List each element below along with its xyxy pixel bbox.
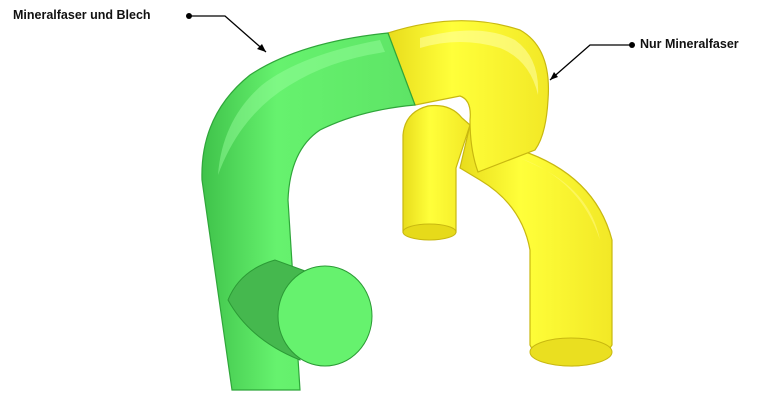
yellow-back-pipe-body bbox=[402, 104, 471, 233]
green-pipe bbox=[201, 32, 416, 391]
yellow-elbow-highlight bbox=[420, 30, 539, 95]
green-stub-face bbox=[277, 265, 373, 367]
leader-right-arrow bbox=[550, 72, 558, 80]
yellow-front-branch bbox=[459, 124, 613, 367]
label-mineral-fiber-only: Nur Mineralfaser bbox=[640, 37, 739, 51]
green-pipe-highlight bbox=[218, 40, 385, 175]
yellow-top-elbow bbox=[387, 20, 550, 173]
leader-lines bbox=[186, 13, 635, 81]
yellow-front-pipe-end bbox=[529, 337, 613, 367]
leader-right-line bbox=[549, 44, 632, 81]
leader-left-arrow bbox=[257, 44, 266, 52]
yellow-back-pipe-end bbox=[402, 223, 457, 241]
label-mineral-fiber-and-sheet: Mineralfaser und Blech bbox=[13, 8, 151, 22]
yellow-back-branch bbox=[402, 104, 471, 241]
yellow-elbow-body bbox=[387, 20, 550, 173]
leader-left-line bbox=[189, 15, 267, 53]
